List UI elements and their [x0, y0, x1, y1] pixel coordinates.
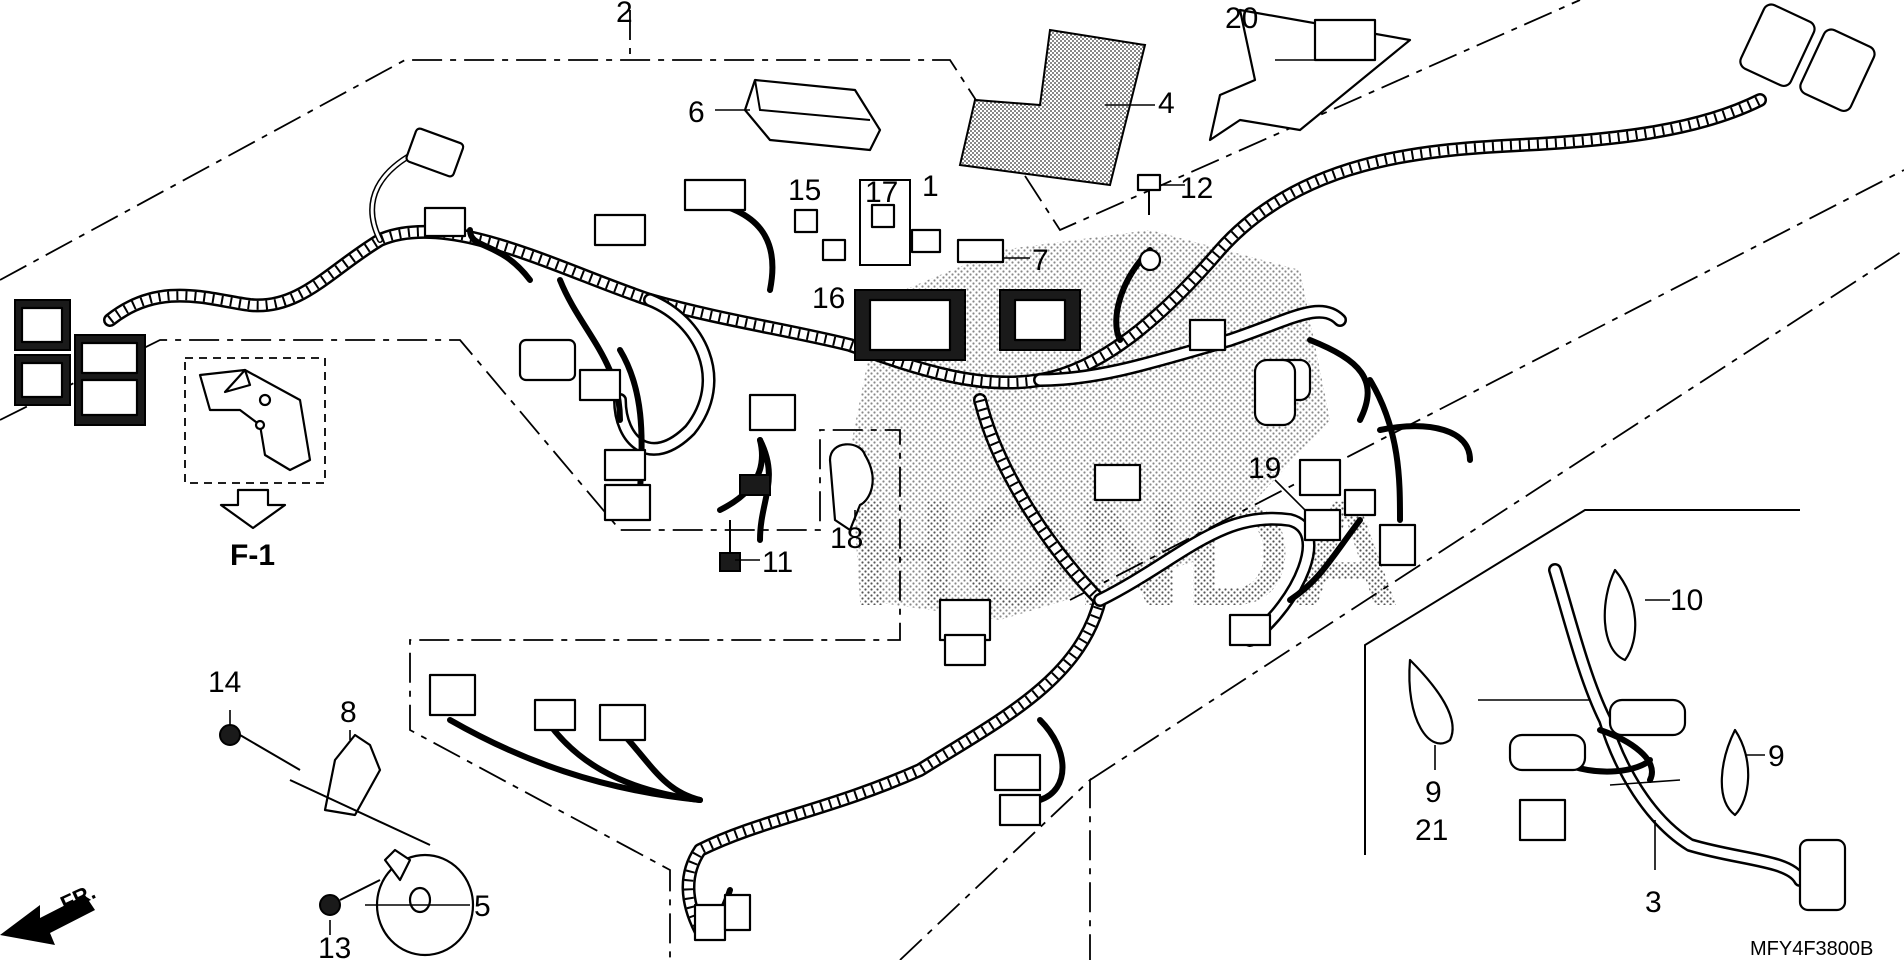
callout-9-left: 9	[1425, 776, 1442, 809]
horn-assembly	[219, 724, 475, 957]
callout-19: 19	[1248, 452, 1281, 485]
noise-suppressor	[1253, 358, 1297, 427]
part-18-clamp	[828, 443, 874, 532]
callout-17: 17	[865, 176, 898, 209]
upper-right-connectors	[1739, 3, 1876, 113]
callout-13: 13	[318, 932, 351, 960]
callout-12: 12	[1180, 172, 1213, 205]
harness-connectors	[405, 127, 1417, 942]
part-6-cover	[743, 78, 882, 152]
relays	[793, 179, 1005, 266]
part-12-bolt	[1136, 173, 1162, 272]
callout-7: 7	[1032, 244, 1049, 277]
callout-1: 1	[922, 170, 939, 203]
callout-3: 3	[1645, 886, 1662, 919]
callout-9-right: 9	[1768, 740, 1785, 773]
drawing-code: MFY4F3800B	[1750, 938, 1873, 960]
callout-14: 14	[208, 666, 241, 699]
callout-11: 11	[762, 546, 793, 579]
left-connector-block	[14, 299, 146, 426]
callout-20: 20	[1225, 2, 1258, 35]
callout-10: 10	[1670, 584, 1703, 617]
part-19-relay	[1303, 508, 1342, 542]
part-20-bracket	[1208, 8, 1412, 142]
bracket-f1: F-1	[184, 357, 326, 572]
callout-4: 4	[1158, 87, 1175, 120]
part-3-inset	[1364, 509, 1847, 912]
callout-21: 21	[1415, 814, 1448, 847]
cable-ties	[1408, 568, 1750, 817]
callout-16: 16	[812, 282, 845, 315]
callout-6: 6	[688, 96, 705, 129]
front-arrow: FR.	[0, 879, 99, 945]
callout-15: 15	[788, 174, 821, 207]
callout-2: 2	[616, 0, 633, 29]
part-4-pad	[958, 28, 1147, 187]
callouts: 2 20 4 6 12 15 17 1 7 16 19 18 11 10 14 …	[208, 0, 1785, 960]
part-11-screw	[719, 520, 741, 572]
callout-5: 5	[474, 890, 491, 923]
leader-lines	[229, 59, 1765, 935]
callout-18: 18	[830, 522, 863, 555]
reference-label: F-1	[230, 539, 275, 572]
callout-8: 8	[340, 696, 357, 729]
